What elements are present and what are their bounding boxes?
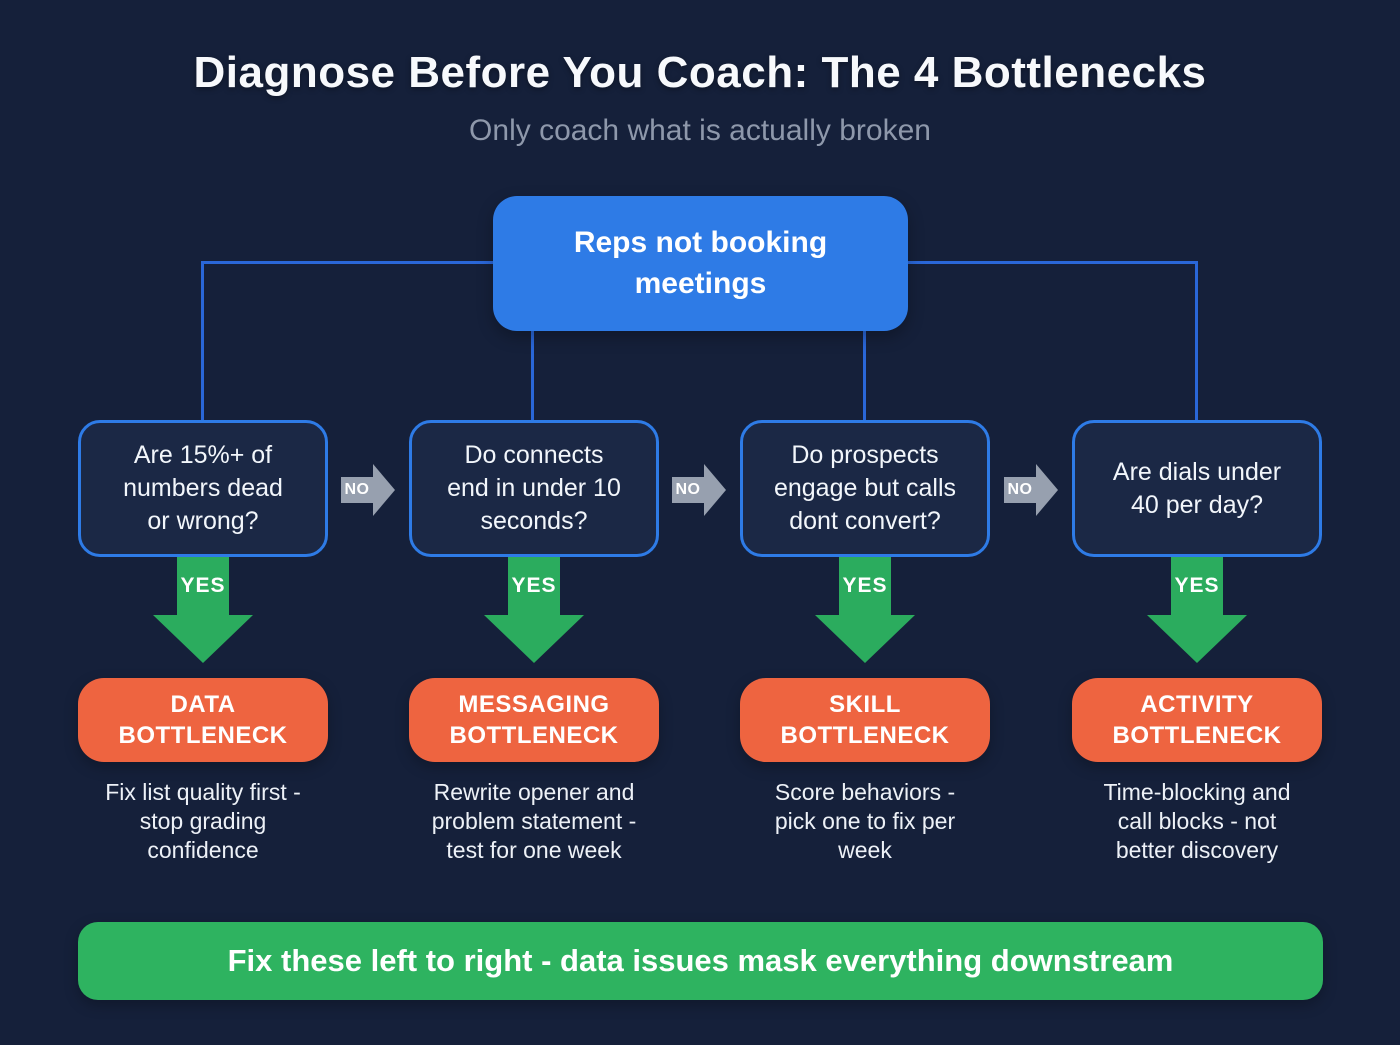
decision-box-skill: Do prospects engage but calls dont conve… (740, 420, 990, 557)
bottleneck-box-data: DATA BOTTLENECK (78, 678, 328, 762)
bottleneck-box-activity: ACTIVITY BOTTLENECK (1072, 678, 1322, 762)
no-arrow-2: NO (672, 464, 726, 516)
decision-box-data: Are 15%+ of numbers dead or wrong? (78, 420, 328, 557)
yes-arrow-4: YES (1147, 557, 1247, 663)
no-arrow-label: NO (1004, 477, 1036, 503)
yes-arrow-shaft (508, 557, 560, 615)
no-arrow-label: NO (672, 477, 704, 503)
no-arrow-head-icon (704, 464, 726, 516)
bottleneck-box-skill: SKILL BOTTLENECK (740, 678, 990, 762)
remedy-text-activity: Time-blocking and call blocks - not bett… (1103, 779, 1291, 863)
connector-vertical-col1 (201, 261, 204, 420)
yes-arrow-head-icon (153, 615, 253, 663)
yes-arrow-head-icon (1147, 615, 1247, 663)
page-title: Diagnose Before You Coach: The 4 Bottlen… (193, 48, 1207, 97)
remedy-text-messaging: Rewrite opener and problem statement - t… (431, 779, 637, 863)
connector-left-horizontal (201, 261, 493, 264)
yes-arrow-head-icon (815, 615, 915, 663)
yes-arrow-head-icon (484, 615, 584, 663)
no-arrow-3: NO (1004, 464, 1058, 516)
root-node: Reps not booking meetings (493, 196, 908, 331)
connector-vertical-col3 (863, 331, 866, 420)
decision-box-activity: Are dials under 40 per day? (1072, 420, 1322, 557)
connector-vertical-col4 (1195, 261, 1198, 420)
yes-arrow-1: YES (153, 557, 253, 663)
remedy-text-skill: Score behaviors - pick one to fix per we… (774, 779, 956, 863)
yes-arrow-label: YES (842, 574, 888, 597)
yes-arrow-label: YES (1174, 574, 1220, 597)
yes-arrow-shaft (839, 557, 891, 615)
yes-arrow-shaft (177, 557, 229, 615)
decision-box-messaging: Do connects end in under 10 seconds? (409, 420, 659, 557)
yes-arrow-3: YES (815, 557, 915, 663)
footer-banner: Fix these left to right - data issues ma… (78, 922, 1323, 1000)
no-arrow-head-icon (373, 464, 395, 516)
yes-arrow-2: YES (484, 557, 584, 663)
connector-vertical-col2 (531, 331, 534, 420)
no-arrow-head-icon (1036, 464, 1058, 516)
connector-right-horizontal (908, 261, 1198, 264)
bottleneck-box-messaging: MESSAGING BOTTLENECK (409, 678, 659, 762)
yes-arrow-label: YES (180, 574, 226, 597)
remedy-text-data: Fix list quality first - stop grading co… (105, 779, 301, 863)
yes-arrow-label: YES (511, 574, 557, 597)
page-subtitle: Only coach what is actually broken (469, 114, 931, 147)
yes-arrow-shaft (1171, 557, 1223, 615)
no-arrow-label: NO (341, 477, 373, 503)
no-arrow-1: NO (341, 464, 395, 516)
